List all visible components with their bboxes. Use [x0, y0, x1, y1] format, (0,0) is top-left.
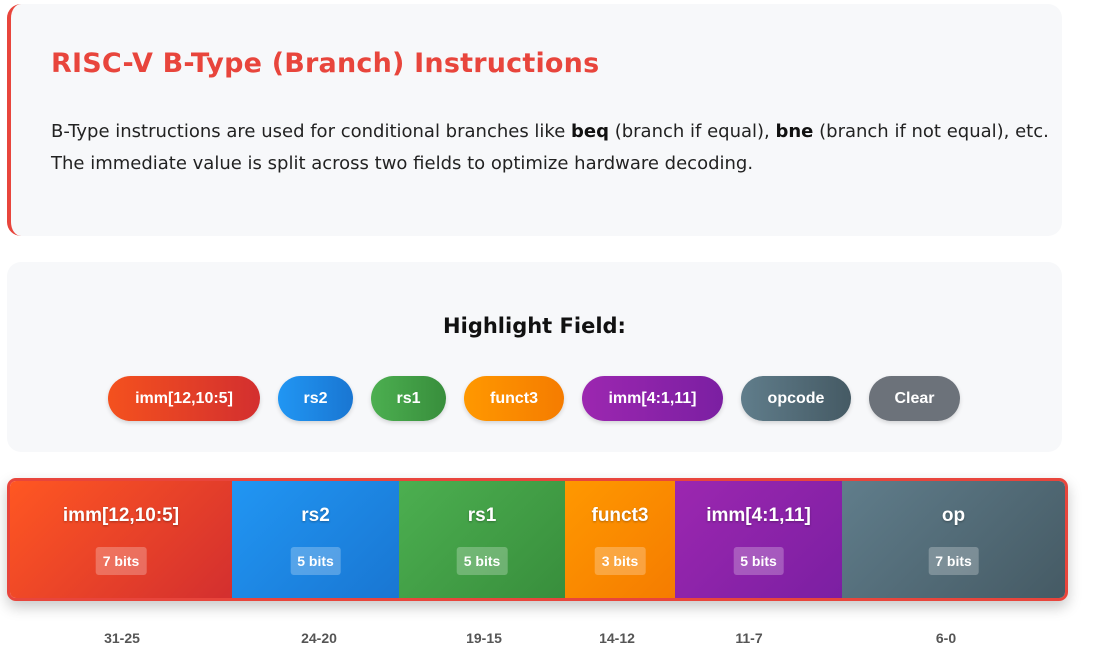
clear-button[interactable]: Clear	[869, 376, 960, 421]
field-bits-badge: 3 bits	[594, 547, 646, 575]
field-opcode: op 7 bits	[842, 481, 1065, 598]
field-name: rs2	[301, 505, 330, 526]
page-title: RISC-V B-Type (Branch) Instructions	[51, 48, 600, 79]
field-name: rs1	[467, 505, 497, 526]
field-name: op	[941, 505, 966, 526]
bit-range-label: 19-15	[466, 630, 502, 646]
field-funct3: funct3 3 bits	[565, 481, 675, 598]
field-bits-badge: 5 bits	[290, 547, 341, 575]
field-name: imm[12,10:5]	[62, 505, 180, 526]
bit-range-label: 11-7	[735, 630, 763, 646]
field-bits-badge: 7 bits	[928, 547, 979, 575]
field-name: funct3	[591, 505, 649, 526]
bit-range-label: 6-0	[935, 630, 957, 646]
highlight-imm-upper-button[interactable]: imm[12,10:5]	[108, 376, 260, 421]
field-bits-badge: 7 bits	[95, 547, 147, 575]
bit-range-label: 24-20	[301, 630, 337, 646]
field-bits-badge: 5 bits	[733, 547, 784, 575]
field-rs2: rs2 5 bits	[232, 481, 399, 598]
highlight-rs1-button[interactable]: rs1	[371, 376, 446, 421]
info-card: RISC-V B-Type (Branch) Instructions B-Ty…	[7, 4, 1062, 236]
field-imm-upper: imm[12,10:5] 7 bits	[10, 481, 232, 598]
bit-range-label: 31-25	[104, 630, 140, 646]
field-bits-badge: 5 bits	[456, 547, 508, 575]
bit-range-label: 14-12	[599, 630, 635, 646]
description-text: (branch if equal),	[608, 121, 776, 142]
description-text: (branch if not equal), etc.	[813, 121, 1049, 142]
highlight-title: Highlight Field:	[443, 314, 626, 338]
highlight-rs2-button[interactable]: rs2	[278, 376, 353, 421]
highlight-opcode-button[interactable]: opcode	[741, 376, 851, 421]
field-name: imm[4:1,11]	[706, 505, 811, 526]
description-text: B-Type instructions are used for conditi…	[51, 121, 571, 142]
field-imm-lower: imm[4:1,11] 5 bits	[675, 481, 842, 598]
highlight-funct3-button[interactable]: funct3	[464, 376, 564, 421]
highlight-imm-lower-button[interactable]: imm[4:1,11]	[582, 376, 723, 421]
field-rs1: rs1 5 bits	[399, 481, 565, 598]
description: B-Type instructions are used for conditi…	[51, 116, 1051, 180]
bne-keyword: bne	[775, 121, 814, 142]
highlight-controls: Highlight Field: imm[12,10:5] rs2 rs1 fu…	[7, 262, 1062, 452]
description-line2: The immediate value is split across two …	[51, 153, 754, 174]
instruction-encoding: imm[12,10:5] 7 bits rs2 5 bits rs1 5 bit…	[7, 478, 1068, 601]
beq-keyword: beq	[571, 121, 609, 142]
